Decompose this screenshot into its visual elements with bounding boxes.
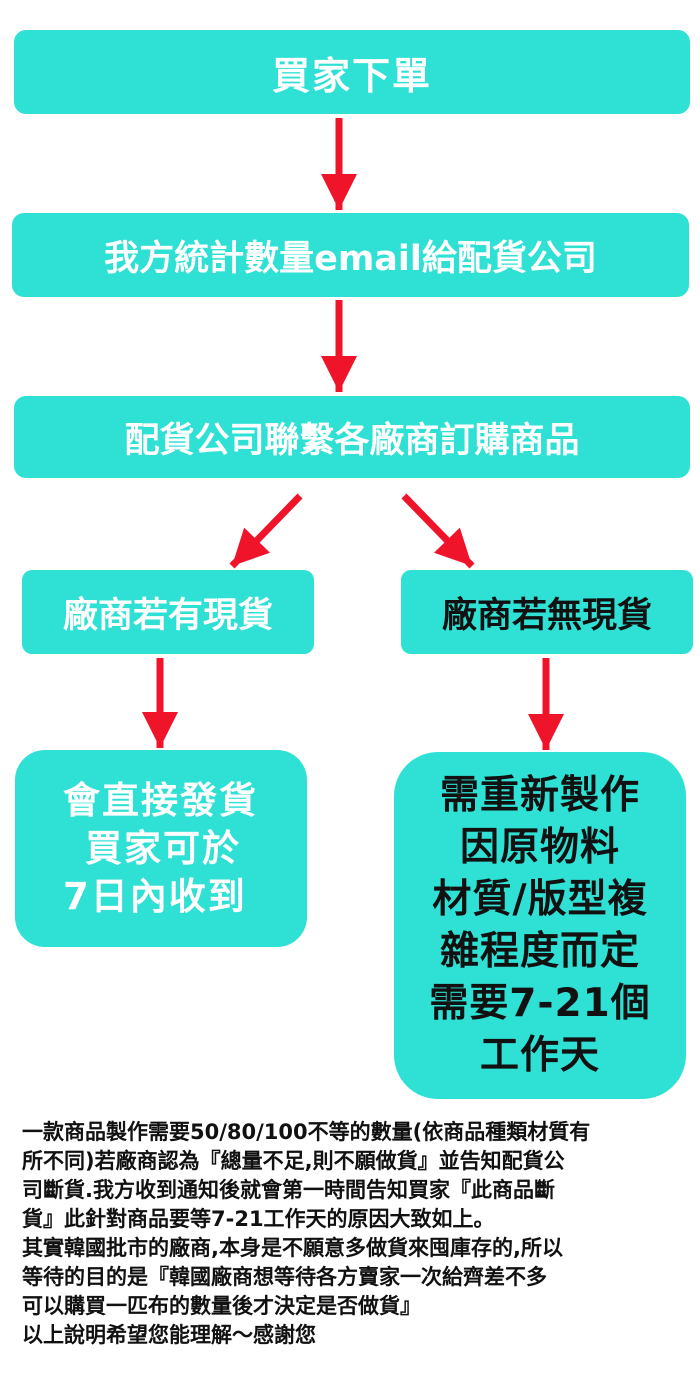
note-line: 等待的目的是『韓國廠商想等待各方賣家一次給齊差不多 — [22, 1265, 547, 1289]
note-line: 一款商品製作需要50/80/100不等的數量(依商品種類材質有 — [22, 1120, 591, 1144]
result-out-of-stock-line: 因原物料 — [459, 824, 620, 870]
note-line: 司斷貨.我方收到通知後就會第一時間告知買家『此商品斷 — [22, 1178, 555, 1202]
result-in-stock: 會直接發貨 買家可於 7日內收到 — [15, 750, 307, 947]
result-out-of-stock-line: 需重新製作 — [439, 772, 640, 818]
result-in-stock-line: 會直接發貨 — [63, 778, 258, 822]
note-line: 貨』此針對商品要等7-21工作天的原因大致如上。 — [22, 1207, 495, 1231]
result-in-stock-line: 7日內收到 — [63, 874, 247, 918]
arrow-branch-right — [401, 493, 475, 569]
note-line: 其實韓國批市的廠商,本身是不願意多做貨來囤庫存的,所以 — [22, 1236, 563, 1260]
note-line: 所不同)若廠商認為『總量不足,則不願做貨』並告知配貨公 — [22, 1149, 565, 1173]
result-out-of-stock-line: 工作天 — [479, 1032, 600, 1078]
explanation-note: 一款商品製作需要50/80/100不等的數量(依商品種類材質有 所不同)若廠商認… — [22, 1118, 682, 1350]
step-buyer-order: 買家下單 — [14, 30, 690, 114]
step-buyer-order-label: 買家下單 — [271, 53, 432, 98]
arrow-branch-left — [229, 493, 303, 569]
step-distributor-orders-label: 配貨公司聯繫各廠商訂購商品 — [124, 420, 580, 461]
step-email-distributor-label: 我方統計數量email給配貨公司 — [104, 238, 597, 279]
result-out-of-stock-line: 雜程度而定 — [439, 928, 640, 974]
result-out-of-stock-line: 材質/版型複 — [432, 876, 648, 922]
result-out-of-stock: 需重新製作 因原物料 材質/版型複 雜程度而定 需要7-21個 工作天 — [394, 752, 686, 1099]
step-distributor-orders: 配貨公司聯繫各廠商訂購商品 — [14, 396, 690, 478]
step-email-distributor: 我方統計數量email給配貨公司 — [12, 213, 689, 297]
branch-in-stock: 廠商若有現貨 — [22, 570, 314, 654]
result-out-of-stock-line: 需要7-21個 — [429, 980, 651, 1026]
note-line: 以上說明希望您能理解～感謝您 — [22, 1323, 316, 1347]
branch-out-of-stock-label: 廠商若無現貨 — [441, 595, 652, 636]
result-in-stock-line: 買家可於 — [85, 826, 241, 870]
branch-in-stock-label: 廠商若有現貨 — [62, 595, 273, 636]
note-line: 可以購買一匹布的數量後才決定是否做貨』 — [22, 1294, 421, 1318]
branch-out-of-stock: 廠商若無現貨 — [401, 570, 693, 654]
